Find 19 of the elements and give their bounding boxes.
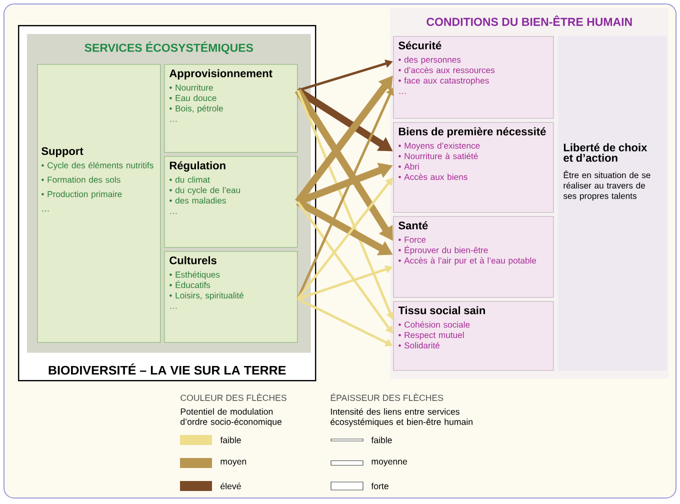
legend-label: faible bbox=[220, 436, 241, 444]
service-box: Support • Cycle des éléments nutritifs • Formation des sols • Production primaire … bbox=[37, 64, 161, 343]
legend-heading: ÉPAISSEUR DES FLÈCHES bbox=[330, 393, 444, 401]
legend-description: Potentiel de modulation d’ordre socio-économique bbox=[180, 408, 282, 427]
legend-label: forte bbox=[371, 482, 388, 490]
condition-box: Tissu social sain • Cohésion sociale • Respect mutuel • Solidarité bbox=[393, 301, 554, 371]
freedom-box: Liberté de choix et d’action Être en situation de se réaliser au travers de ses propres talents bbox=[558, 36, 667, 371]
condition-box: Biens de première nécessité • Moyens d’existence • Nourriture à satiété • Abri • Accès aux biens bbox=[393, 122, 554, 213]
condition-box: Sécurité • des personnes • d’accès aux ressources • face aux catastrophes … bbox=[393, 36, 554, 119]
condition-box: Santé • Force • Éprouver du bien-être • Accès à l’air pur et à l’eau potable bbox=[393, 216, 554, 298]
legend-label: moyen bbox=[220, 460, 246, 466]
legend-heading: COULEUR DES FLÈCHES bbox=[180, 393, 286, 401]
legend-label: moyenne bbox=[372, 460, 407, 466]
legend-description: Intensité des liens entre services écosystémiques et bien-être humain bbox=[330, 408, 472, 427]
service-box: Régulation • du climat • du cycle de l’eau • des maladies … bbox=[164, 156, 298, 248]
service-box: Culturels • Esthétiques • Éducatifs • Loisirs, spiritualité … bbox=[164, 251, 298, 343]
legend-label: élevé bbox=[220, 482, 241, 490]
legend-label: faible bbox=[371, 436, 392, 444]
service-box: Approvisionnement • Nourriture • Eau douce • Bois, pétrole … bbox=[164, 64, 298, 153]
